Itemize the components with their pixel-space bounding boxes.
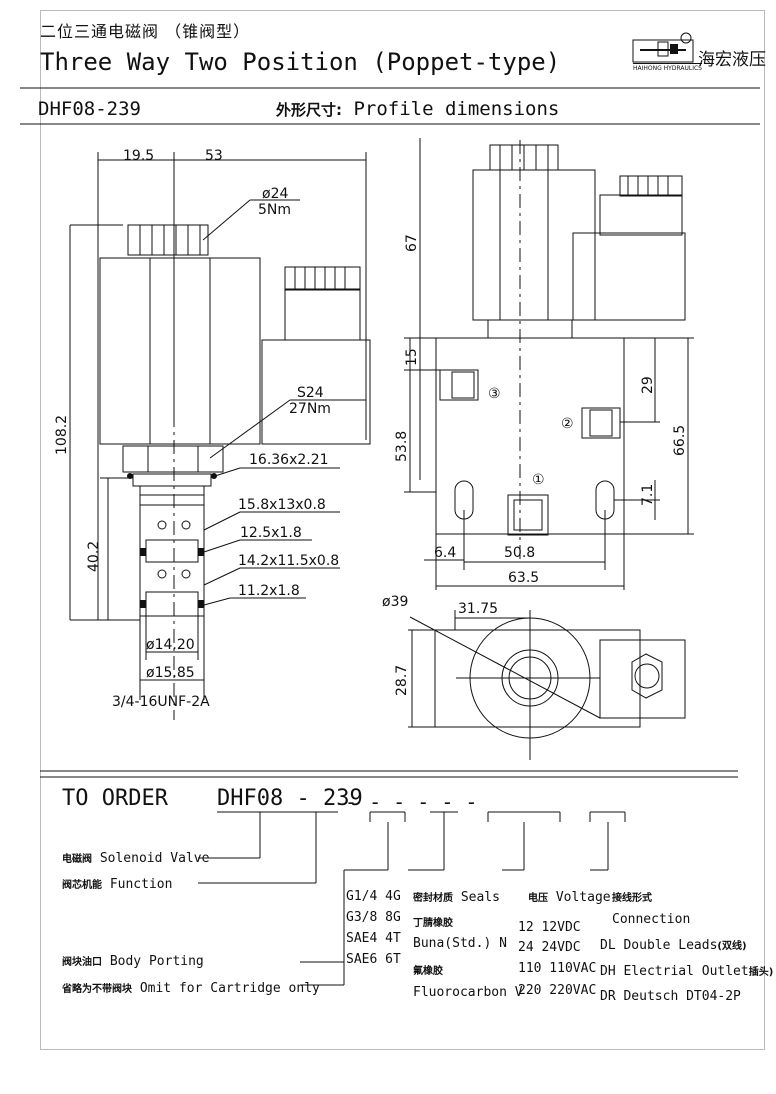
port-2-label: ② <box>561 416 574 432</box>
dim-d15-85: ø15.85 <box>146 665 195 681</box>
connection-dh: DH Electrial Outlet插头) <box>600 964 774 979</box>
seals-fkm-cn: 氟橡胶 <box>413 966 443 977</box>
voltage-12: 12 12VDC <box>518 920 581 935</box>
profile-cn: 外形尺寸: <box>276 101 342 119</box>
connection-title-cn: 接线形式 <box>612 893 652 904</box>
dim-15-8: 15.8x13x0.8 <box>238 497 326 513</box>
label-solenoid: 电磁阀 Solenoid Valve <box>62 851 210 866</box>
seals-fkm: Fluorocarbon V <box>413 985 523 1000</box>
porting-sae6: SAE6 6T <box>346 952 401 967</box>
voltage-220: 220 220VAC <box>518 983 597 998</box>
connection-title-en: Connection <box>612 912 691 927</box>
model-number: DHF08-239 <box>38 98 141 120</box>
voltage-24: 24 24VDC <box>518 940 581 955</box>
order-title: TO ORDER <box>62 786 168 811</box>
dim-66-5: 66.5 <box>672 425 688 456</box>
label-omit: 省略为不带阀块 Omit for Cartridge only <box>62 981 320 996</box>
dim-108-2: 108.2 <box>54 415 70 455</box>
logo-cn: 海宏液压 <box>698 50 766 70</box>
dim-27nm: 27Nm <box>289 401 331 417</box>
dim-5nm: 5Nm <box>258 202 291 218</box>
seals-nbr-cn: 丁腈橡胶 <box>413 918 453 929</box>
label-function: 阀芯机能 Function <box>62 877 173 892</box>
dim-15: 15 <box>404 348 420 366</box>
dim-50-8: 50.8 <box>504 545 535 561</box>
dim-s24: S24 <box>297 385 324 401</box>
dim-d24: ø24 <box>262 186 288 202</box>
dim-6-4: 6.4 <box>434 545 456 561</box>
label-body-porting: 阀块油口 Body Porting <box>62 954 204 969</box>
order-code-tail: - - - - - - <box>345 790 478 814</box>
connection-dr: DR Deutsch DT04-2P <box>600 989 741 1004</box>
dim-7-1: 7.1 <box>640 484 656 506</box>
dim-40-2: 40.2 <box>86 541 102 572</box>
drawing-sheet <box>40 10 765 1050</box>
dim-12-5: 12.5x1.8 <box>240 525 302 541</box>
dim-11-2: 11.2x1.8 <box>238 583 300 599</box>
porting-g14: G1/4 4G <box>346 889 401 904</box>
porting-sae4: SAE4 4T <box>346 931 401 946</box>
seals-nbr: Buna(Std.) N <box>413 936 507 951</box>
title-en: Three Way Two Position (Poppet-type) <box>40 48 561 76</box>
dim-16-36: 16.36x2.21 <box>249 452 329 468</box>
profile-en: Profile dimensions <box>353 98 560 120</box>
dim-28-7: 28.7 <box>394 665 410 696</box>
connection-dl: DL Double Leads(双线) <box>600 938 747 953</box>
port-1-label: ① <box>532 472 545 488</box>
voltage-110: 110 110VAC <box>518 961 597 976</box>
voltage-title: 电压 Voltage <box>528 890 611 905</box>
order-code: DHF08 - 239 <box>217 786 363 811</box>
dim-29: 29 <box>640 376 656 394</box>
porting-g38: G3/8 8G <box>346 910 401 925</box>
logo-en: HAIHONG HYDRAULICS <box>633 63 702 72</box>
dim-63-5: 63.5 <box>508 570 539 586</box>
dim-19-5: 19.5 <box>123 148 154 164</box>
port-3-label: ③ <box>488 386 501 402</box>
dim-14-2: 14.2x11.5x0.8 <box>238 553 339 569</box>
dim-53: 53 <box>205 148 223 164</box>
seals-title: 密封材质 Seals <box>413 890 500 905</box>
dim-53-8: 53.8 <box>394 431 410 462</box>
dim-d39: ø39 <box>382 594 408 610</box>
dim-thread: 3/4-16UNF-2A <box>112 694 210 710</box>
haihong-logo <box>632 32 694 63</box>
title-cn: 二位三通电磁阀 （锥阀型） <box>40 22 251 41</box>
profile-heading: 外形尺寸: Profile dimensions <box>276 98 559 120</box>
dim-31-75: 31.75 <box>458 601 498 617</box>
dim-67: 67 <box>404 234 420 252</box>
dim-d14-20: ø14.20 <box>146 637 195 653</box>
